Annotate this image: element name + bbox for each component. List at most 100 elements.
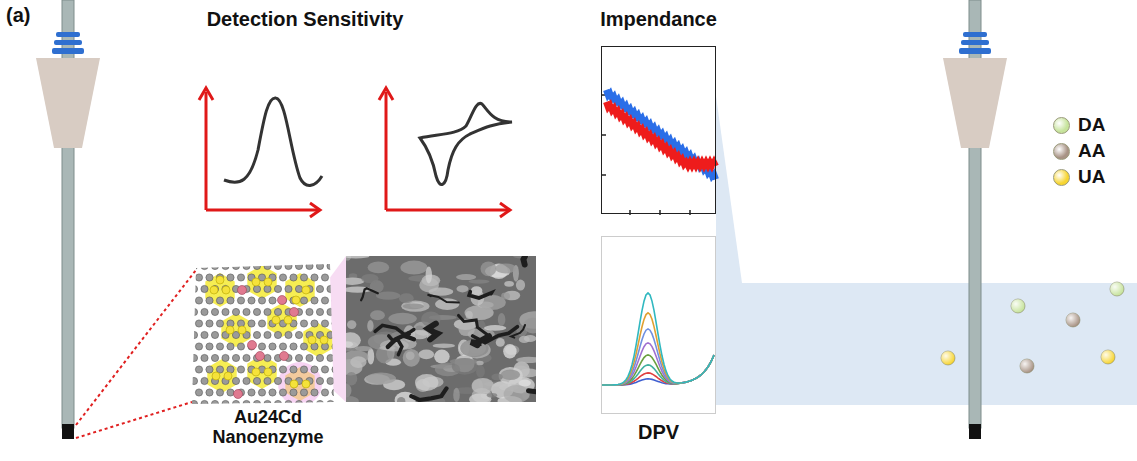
cadmium-atom	[280, 352, 289, 361]
molecule	[1101, 350, 1115, 364]
carbon-atom	[290, 389, 297, 396]
carbon-atom	[201, 262, 208, 269]
carbon-atom	[306, 354, 313, 361]
carbon-atom	[295, 262, 302, 269]
sem-grain	[399, 293, 414, 303]
carbon-atom	[274, 331, 281, 338]
sem-grain	[495, 263, 516, 273]
carbon-atom	[190, 308, 197, 315]
cv-chart	[379, 88, 512, 217]
gold-atom	[222, 286, 230, 294]
carbon-atom	[264, 400, 271, 407]
section-title: Detection Sensitivity	[207, 8, 404, 31]
carbon-atom	[306, 308, 313, 315]
carbon-atom	[195, 320, 202, 327]
dpv-curve	[602, 313, 714, 385]
gold-atom	[252, 278, 260, 286]
sem-grain	[347, 320, 356, 329]
sem-grain	[366, 373, 396, 385]
sem-crack	[428, 295, 459, 303]
gold-cluster	[285, 273, 314, 307]
solution	[722, 283, 1137, 405]
carbon-atom	[300, 343, 307, 350]
carbon-atom	[327, 400, 334, 407]
cadmium-atom	[248, 341, 257, 350]
carbon-atom	[327, 308, 334, 315]
nanozyme-lattice	[190, 262, 339, 407]
impedance-plot	[601, 90, 716, 215]
sem-grain	[519, 336, 530, 343]
carbon-atom	[206, 297, 213, 304]
sem-grain	[355, 346, 372, 351]
carbon-atom	[211, 400, 218, 407]
carbon-atom	[227, 297, 234, 304]
cadmium-atom	[256, 352, 265, 361]
carbon-atom	[190, 285, 197, 292]
sem-grain	[504, 385, 530, 402]
carbon-atom	[195, 343, 202, 350]
gold-atom	[264, 278, 272, 286]
carbon-atom	[248, 297, 255, 304]
carbon-atom	[327, 354, 334, 361]
carbon-atom	[285, 285, 292, 292]
carbon-atom	[316, 308, 323, 315]
carbon-atom	[311, 366, 318, 373]
carbon-atom	[279, 366, 286, 373]
carbon-atom	[274, 400, 281, 407]
carbon-atom	[227, 389, 234, 396]
zoom-line	[76, 402, 192, 438]
carbon-atom	[222, 262, 229, 269]
carbon-atom	[190, 331, 197, 338]
electrode	[36, 0, 100, 439]
sem-crack	[361, 288, 378, 300]
sem-grain	[484, 325, 506, 331]
carbon-atom	[311, 274, 318, 281]
carbon-atom	[232, 377, 239, 384]
carbon-atom	[237, 366, 244, 373]
sem-crack	[511, 325, 525, 338]
carbon-atom	[316, 400, 323, 407]
carbon-atom	[253, 308, 260, 315]
carbon-atom	[290, 343, 297, 350]
carbon-atom	[253, 285, 260, 292]
carbon-atom	[190, 354, 197, 361]
carbon-atom	[222, 354, 229, 361]
carbon-atom	[300, 389, 307, 396]
molecule-shine	[1110, 282, 1124, 296]
sem-grain	[346, 383, 352, 397]
sem-grain	[403, 349, 420, 367]
carbon-atom	[295, 285, 302, 292]
sem-grain	[400, 261, 427, 275]
carbon-atom	[190, 262, 197, 269]
carbon-atom	[253, 400, 260, 407]
carbon-atom	[316, 377, 323, 384]
carbon-atom	[201, 331, 208, 338]
carbon-atom	[195, 389, 202, 396]
carbon-atom	[321, 297, 328, 304]
molecule	[1066, 313, 1080, 327]
carbon-atom	[274, 285, 281, 292]
gold-atom	[212, 372, 220, 380]
sem-crack	[520, 256, 525, 265]
carbon-atom	[195, 274, 202, 281]
sem-grain	[498, 313, 506, 326]
sem-grain	[456, 274, 476, 280]
dpv-curves	[602, 293, 714, 385]
carbon-atom	[201, 354, 208, 361]
sem-grain	[487, 393, 497, 398]
sem-crack	[529, 391, 537, 402]
sem-grain	[476, 365, 485, 378]
carbon-atom	[290, 366, 297, 373]
sem-grain	[516, 280, 525, 291]
carbon-atom	[306, 400, 313, 407]
carbon-atom	[264, 354, 271, 361]
carbon-atom	[258, 343, 265, 350]
carbon-atom	[253, 331, 260, 338]
carbon-atom	[316, 354, 323, 361]
gold-atom	[302, 380, 310, 388]
carbon-atom	[232, 354, 239, 361]
carbon-atom	[279, 389, 286, 396]
molecule-shine	[1020, 359, 1034, 373]
sem-grain	[450, 358, 477, 364]
